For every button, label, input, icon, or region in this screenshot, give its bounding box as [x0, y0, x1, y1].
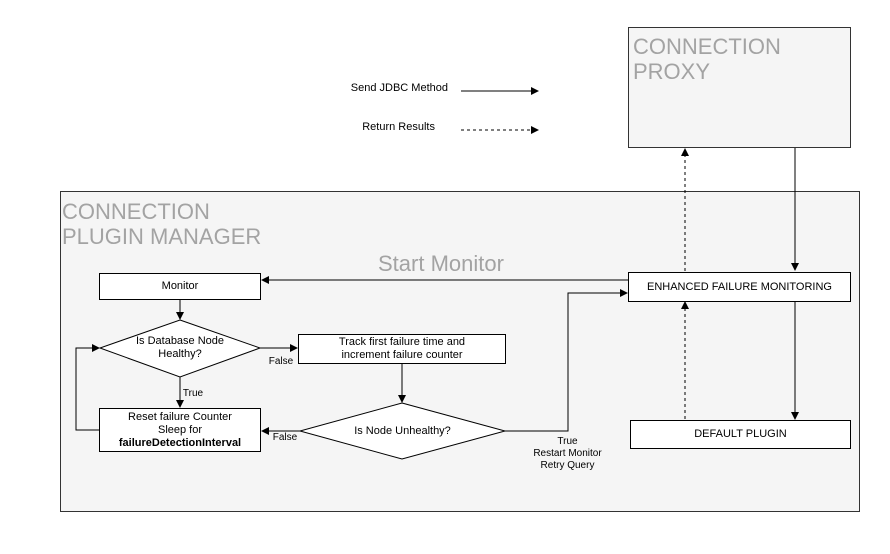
plugin-manager-label: CONNECTION PLUGIN MANAGER — [62, 199, 261, 249]
edge-label-true-restart-line1: True — [557, 436, 578, 447]
track-failure-line2: increment failure counter — [341, 349, 463, 361]
edge-label-false-unhealthy: False — [272, 432, 298, 443]
efm-plugin-label: ENHANCED FAILURE MONITORING — [647, 280, 832, 293]
unhealthy-decision-shape — [298, 402, 507, 460]
edge-label-true-restart: True Restart Monitor Retry Query — [520, 436, 615, 472]
track-failure-box: Track first failure time and increment f… — [298, 334, 506, 364]
start-monitor-label: Start Monitor — [378, 251, 504, 276]
edge-unhealthy-to-efm — [505, 289, 628, 432]
efm-plugin-box: ENHANCED FAILURE MONITORING — [628, 272, 851, 302]
connection-proxy-label-line1: CONNECTION — [633, 34, 781, 59]
healthy-decision-line1: Is Database Node — [135, 335, 225, 347]
plugin-manager-label-line1: CONNECTION — [62, 199, 210, 224]
track-failure-line1: Track first failure time and — [338, 336, 466, 348]
connection-proxy-label-line2: PROXY — [633, 59, 711, 84]
plugin-manager-label-line2: PLUGIN MANAGER — [62, 224, 262, 249]
healthy-decision-line2: Healthy? — [158, 348, 202, 360]
edge-label-true-restart-line3: Retry Query — [540, 460, 595, 471]
unhealthy-decision: Is Node Unhealthy? — [320, 424, 485, 439]
legend-return-label: Return Results — [362, 121, 435, 133]
default-plugin-box: DEFAULT PLUGIN — [630, 420, 851, 449]
unhealthy-decision-label: Is Node Unhealthy? — [354, 425, 451, 437]
connection-proxy-container — [628, 27, 851, 148]
monitor-box-label: Monitor — [161, 280, 199, 292]
reset-counter-line1: Reset failure Counter — [128, 410, 232, 423]
monitor-box: Monitor — [99, 273, 261, 300]
edge-label-true-restart-line2: Restart Monitor — [533, 448, 602, 459]
healthy-decision: Is Database Node Healthy? — [110, 333, 250, 363]
reset-counter-box: Reset failure Counter Sleep for failureD… — [99, 408, 261, 452]
edge-reset-loop-to-healthy — [75, 344, 100, 431]
legend-send-label: Send JDBC Method — [350, 82, 448, 94]
reset-counter-line2: Sleep for — [157, 423, 203, 436]
reset-counter-interval: failureDetectionInterval — [118, 436, 242, 449]
edge-label-false-healthy: False — [268, 356, 294, 367]
default-plugin-label: DEFAULT PLUGIN — [694, 428, 787, 440]
edge-label-true-healthy: True — [182, 388, 204, 399]
connection-proxy-label: CONNECTION PROXY — [633, 34, 781, 84]
